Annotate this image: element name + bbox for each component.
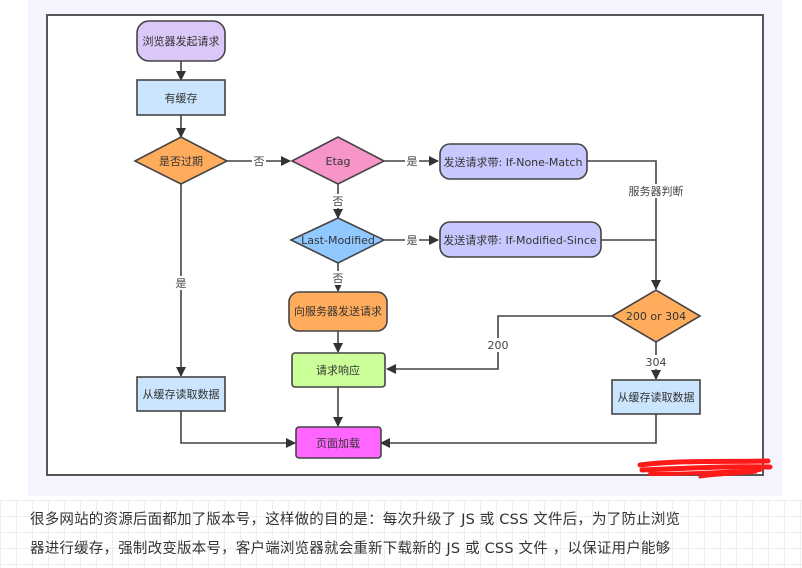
svg-text:Last-Modified: Last-Modified <box>301 234 375 247</box>
label-etag-no: 否 <box>333 195 344 208</box>
node-status-check: 200 or 304 <box>610 289 702 343</box>
redaction-scribble <box>637 458 773 479</box>
node-last-modified: Last-Modified <box>289 217 386 264</box>
node-send-request: 向服务器发送请求 <box>288 291 388 332</box>
svg-text:页面加载: 页面加载 <box>316 437 360 450</box>
label-lm-no: 否 <box>333 272 344 285</box>
node-is-expired: 是否过期 <box>133 136 229 185</box>
node-browser-request: 浏览器发起请求 <box>136 20 226 62</box>
svg-text:发送请求带: If-None-Match: 发送请求带: If-None-Match <box>444 155 583 169</box>
http-cache-flowchart: 否 是 是 否 是 否 服务器判断 200 304 浏览器发起请求 有缓存 是否… <box>133 20 773 479</box>
node-read-cache-left: 从缓存读取数据 <box>136 376 226 412</box>
article-line-1: 很多网站的资源后面都加了版本号，这样做的目的是：每次升级了 JS 或 CSS 文… <box>30 512 681 528</box>
label-expired-no: 否 <box>254 155 265 168</box>
svg-text:200 or 304: 200 or 304 <box>626 310 686 323</box>
node-response: 请求响应 <box>291 352 386 388</box>
svg-text:发送请求带: If-Modified-Since: 发送请求带: If-Modified-Since <box>443 233 597 247</box>
edge-inm-to-server <box>587 160 661 290</box>
label-304: 304 <box>646 356 667 369</box>
article-grid-background <box>0 500 802 568</box>
svg-text:从缓存读取数据: 从缓存读取数据 <box>143 387 220 401</box>
label-etag-yes: 是 <box>407 155 418 168</box>
node-page-load: 页面加载 <box>295 426 382 459</box>
svg-text:请求响应: 请求响应 <box>316 363 360 377</box>
edge-rightcache-to-load <box>380 414 657 448</box>
svg-text:向服务器发送请求: 向服务器发送请求 <box>294 304 382 318</box>
svg-text:Etag: Etag <box>326 155 351 168</box>
svg-text:从缓存读取数据: 从缓存读取数据 <box>618 390 695 404</box>
label-server-judge: 服务器判断 <box>629 184 684 198</box>
article-paragraph: 很多网站的资源后面都加了版本号，这样做的目的是：每次升级了 JS 或 CSS 文… <box>30 506 790 564</box>
svg-text:是否过期: 是否过期 <box>159 155 203 168</box>
node-read-cache-right: 从缓存读取数据 <box>611 379 701 415</box>
svg-text:浏览器发起请求: 浏览器发起请求 <box>143 34 220 48</box>
node-etag: Etag <box>290 136 386 185</box>
edge-leftcache-to-load <box>180 411 296 448</box>
node-if-none-match: 发送请求带: If-None-Match <box>439 143 588 180</box>
label-lm-yes: 是 <box>407 234 418 247</box>
node-if-modified-since: 发送请求带: If-Modified-Since <box>439 221 602 258</box>
label-expired-yes: 是 <box>176 277 187 290</box>
node-has-cache: 有缓存 <box>136 79 226 116</box>
label-200: 200 <box>488 339 509 352</box>
article-line-2: 器进行缓存，强制改变版本号，客户端浏览器就会重新下载新的 JS 或 CSS 文件… <box>30 541 671 557</box>
svg-text:有缓存: 有缓存 <box>165 91 198 105</box>
